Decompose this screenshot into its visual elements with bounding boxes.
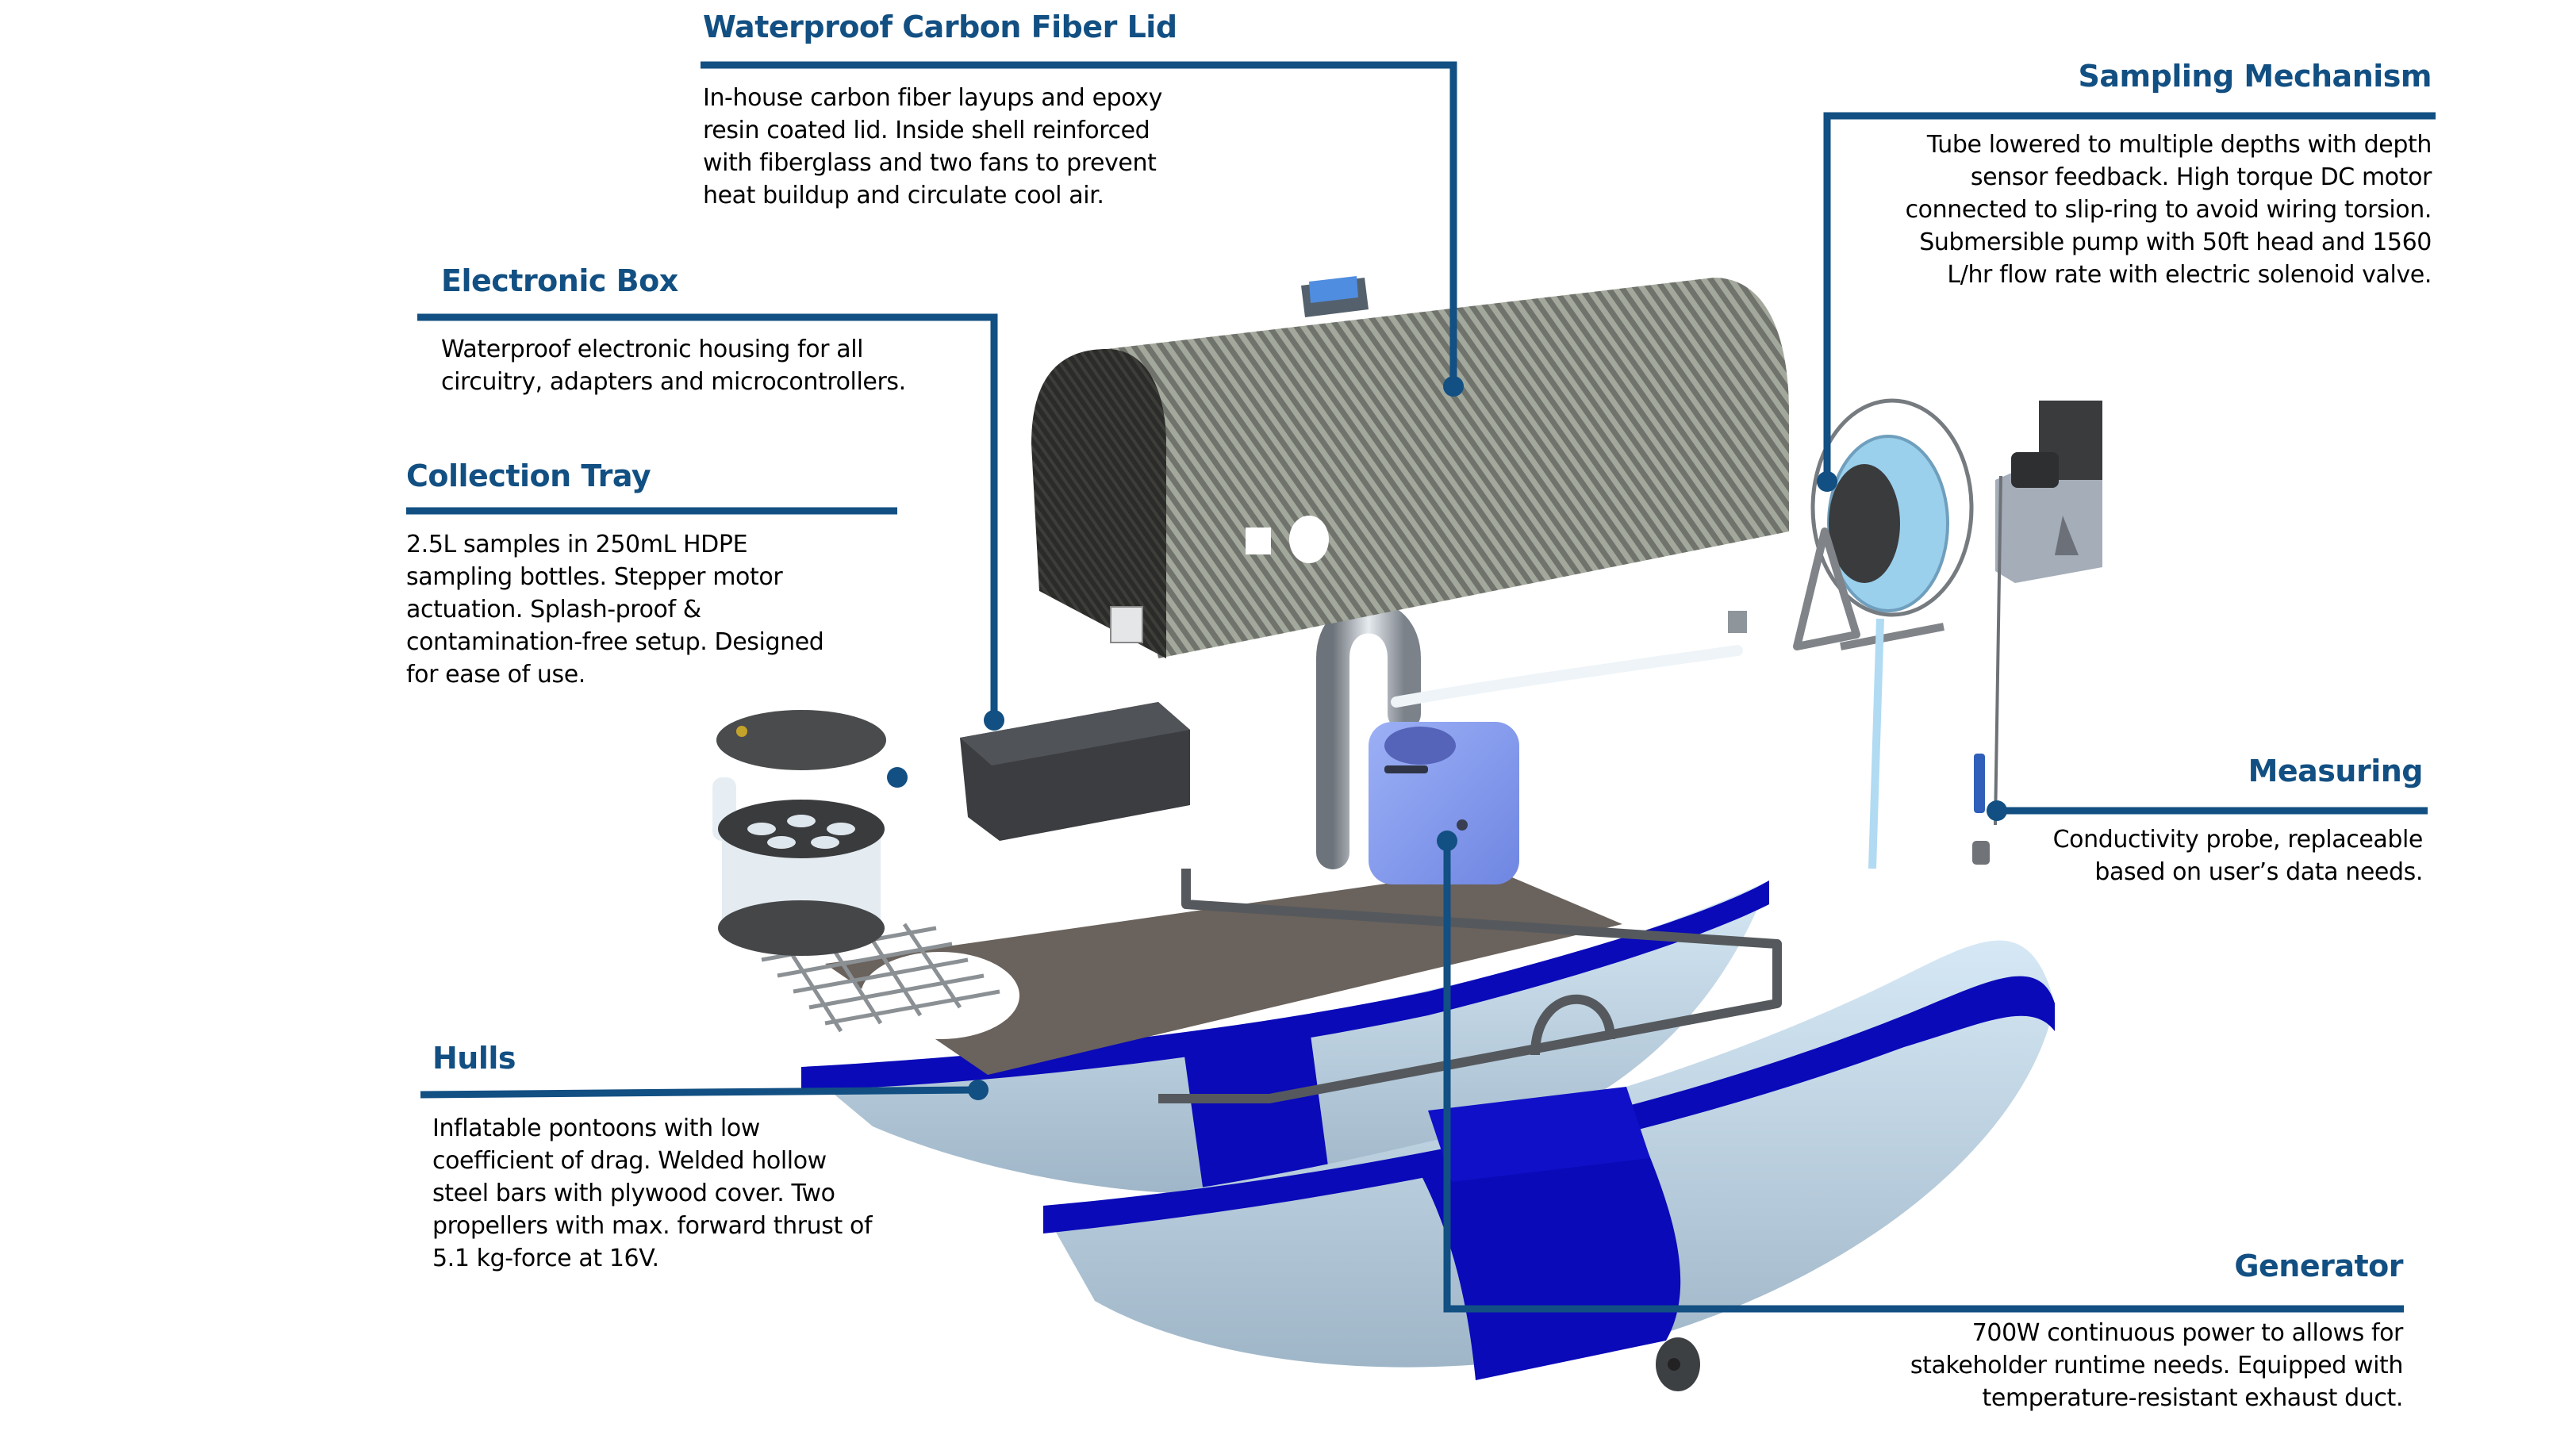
collection-tray bbox=[712, 710, 886, 956]
leader-dot-tray bbox=[887, 767, 908, 788]
leader-line-sampling bbox=[1823, 112, 2436, 481]
leader-line-hulls bbox=[420, 1086, 977, 1099]
propeller bbox=[1656, 1337, 1700, 1391]
callout-title-generator: Generator bbox=[2234, 1249, 2403, 1283]
callout-body-generator: 700W continuous power to allows for stak… bbox=[1910, 1319, 2403, 1412]
callout-body-tray: 2.5L samples in 250mL HDPE sampling bott… bbox=[406, 531, 824, 689]
callout-title-tray: Collection Tray bbox=[406, 458, 651, 493]
leader-dot-lid bbox=[1443, 376, 1464, 397]
callout-body-lid: In-house carbon fiber layups and epoxy r… bbox=[703, 84, 1163, 209]
callout-body-electronic: Waterproof electronic housing for all ci… bbox=[441, 336, 906, 396]
leader-dots bbox=[887, 376, 2007, 1100]
hose-reel bbox=[1793, 398, 1974, 869]
callout-title-lid: Waterproof Carbon Fiber Lid bbox=[703, 10, 1177, 44]
leader-dot-measuring bbox=[1987, 800, 2007, 821]
electronic-box bbox=[960, 702, 1190, 841]
leader-line-lid bbox=[701, 61, 1457, 386]
callout-body-sampling: Tube lowered to multiple depths with dep… bbox=[1905, 131, 2432, 289]
carbon-fiber-lid bbox=[1031, 276, 1789, 658]
generator bbox=[1369, 722, 1519, 884]
leader-lines bbox=[406, 61, 2436, 1313]
pump-motor bbox=[1994, 401, 2102, 826]
leader-dot-hulls bbox=[968, 1080, 989, 1100]
leader-dot-electronic bbox=[984, 710, 1004, 731]
leader-dot-generator bbox=[1437, 831, 1457, 851]
callout-title-measuring: Measuring bbox=[2248, 754, 2424, 788]
callout-body-hulls: Inflatable pontoons with low coefficient… bbox=[432, 1114, 873, 1272]
callout-body-measuring: Conductivity probe, replaceable based on… bbox=[2052, 826, 2424, 886]
conductivity-probe bbox=[1972, 754, 1990, 865]
callout-title-sampling: Sampling Mechanism bbox=[2078, 59, 2432, 94]
exhaust-pipe bbox=[1316, 600, 1747, 869]
leader-line-generator bbox=[1443, 841, 2404, 1313]
callout-title-hulls: Hulls bbox=[432, 1041, 516, 1076]
callout-title-electronic: Electronic Box bbox=[441, 263, 678, 298]
leader-line-electronic bbox=[417, 313, 998, 720]
leader-dot-sampling bbox=[1817, 471, 1837, 492]
